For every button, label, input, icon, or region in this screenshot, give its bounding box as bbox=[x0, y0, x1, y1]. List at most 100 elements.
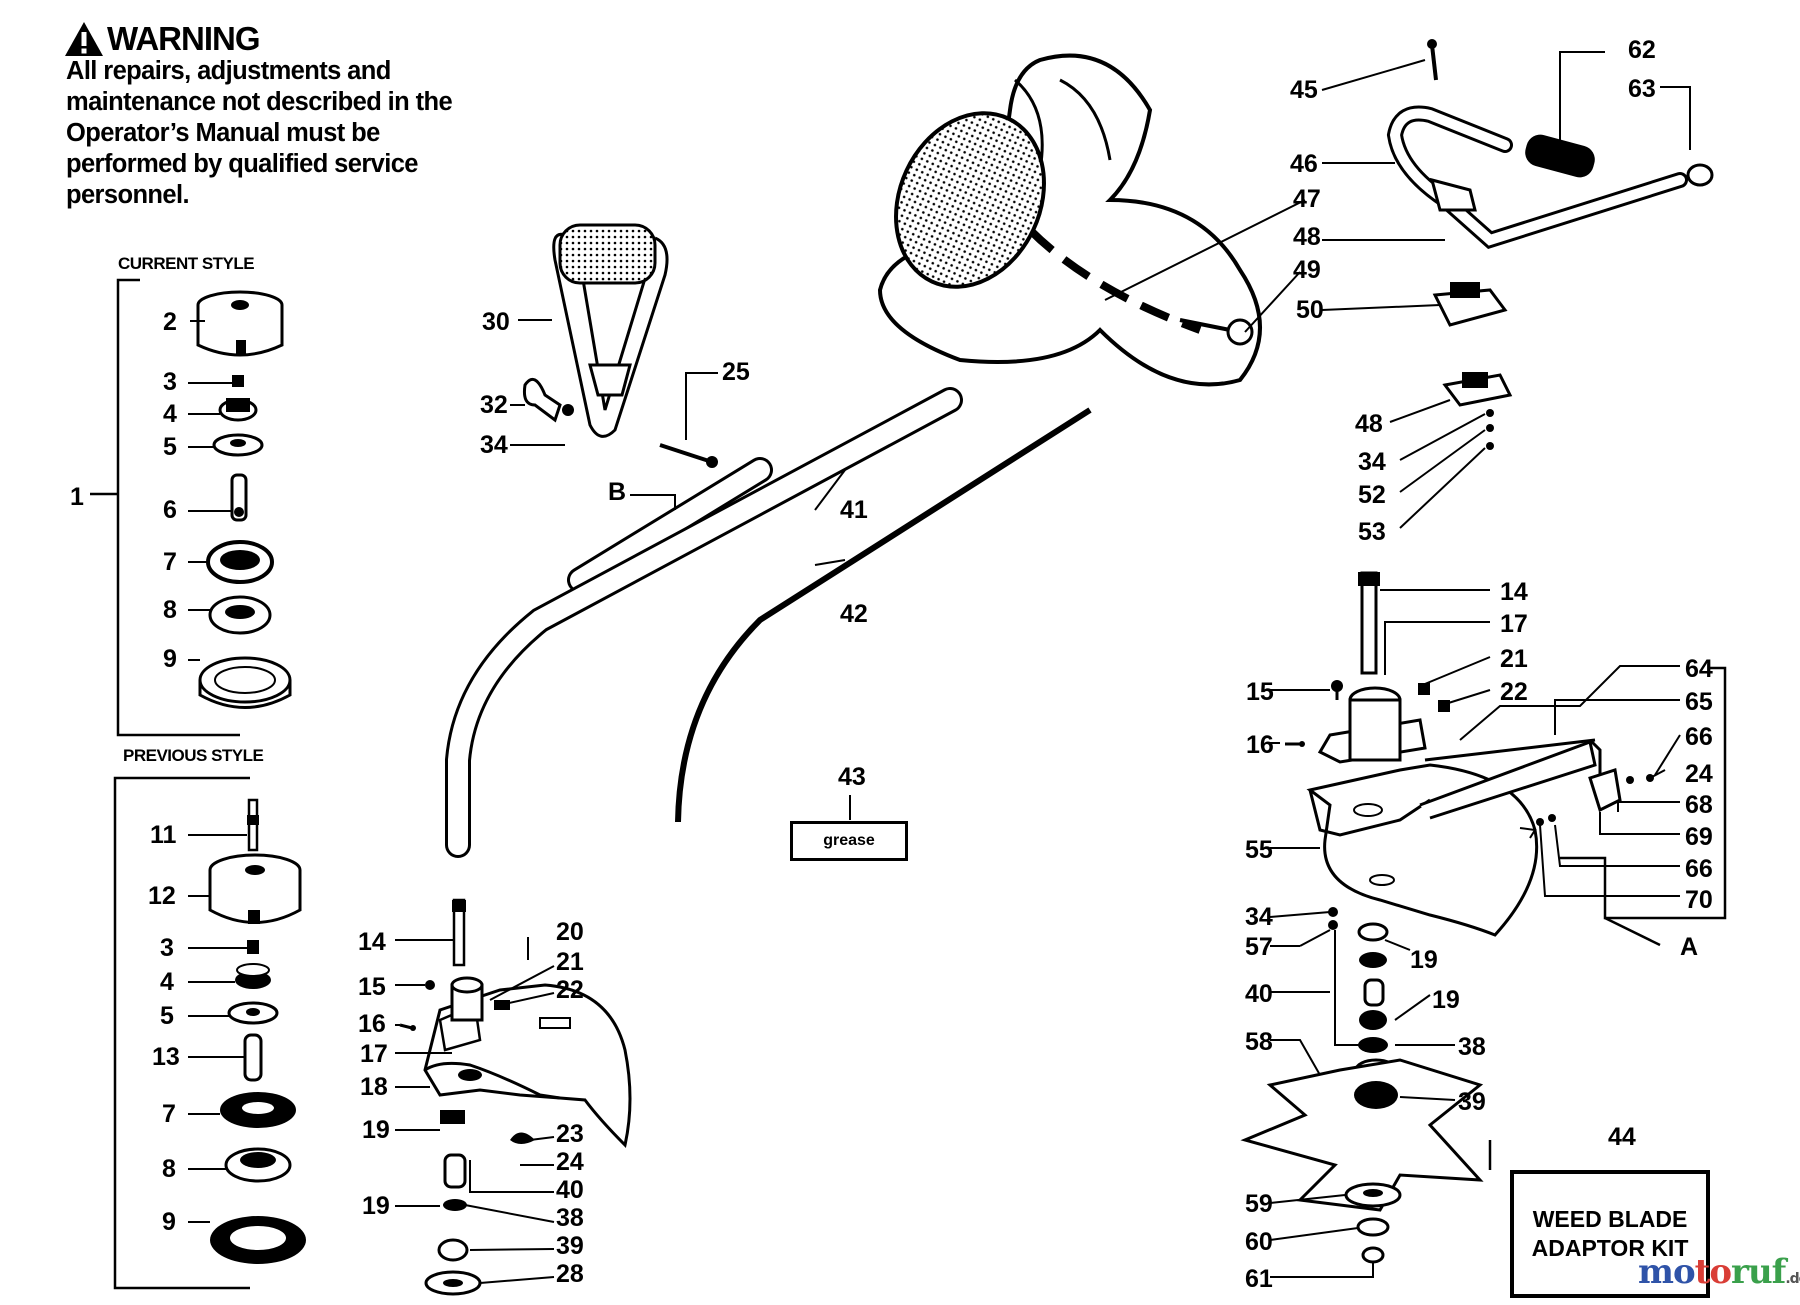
callout-label: 57 bbox=[1245, 933, 1273, 961]
callout-label: 19 bbox=[362, 1192, 390, 1220]
callout-label: 62 bbox=[1628, 36, 1656, 64]
previous-style-heading: PREVIOUS STYLE bbox=[123, 746, 264, 765]
callout-label: 48 bbox=[1293, 223, 1321, 251]
callout-label: A bbox=[1680, 933, 1698, 961]
callout-label: 34 bbox=[1358, 448, 1386, 476]
pin-45 bbox=[1427, 39, 1438, 81]
callout-label: 60 bbox=[1245, 1228, 1273, 1256]
spool-previous bbox=[220, 1092, 296, 1128]
callout-label: 11 bbox=[150, 821, 177, 849]
hub-current bbox=[208, 595, 272, 635]
callout-label: 1 bbox=[70, 483, 84, 511]
callout-label: 9 bbox=[163, 645, 177, 673]
callout-label: 16 bbox=[1246, 731, 1274, 759]
hub-previous bbox=[224, 1147, 292, 1183]
spring-seat-previous bbox=[235, 963, 271, 989]
callout-label: 34 bbox=[1245, 903, 1273, 931]
spool-cap-previous bbox=[208, 853, 302, 924]
screw-15-left bbox=[425, 980, 435, 990]
callout-label: 21 bbox=[1500, 645, 1528, 673]
callout-label: 66 bbox=[1685, 723, 1713, 751]
callout-label: 40 bbox=[556, 1176, 584, 1204]
current-style-heading: CURRENT STYLE bbox=[118, 254, 255, 273]
callout-label: 34 bbox=[480, 431, 508, 459]
screw-15-right bbox=[1331, 680, 1343, 700]
callout-label: 19 bbox=[362, 1116, 390, 1144]
callout-label: 15 bbox=[1246, 678, 1274, 706]
screw-16-left bbox=[399, 1023, 416, 1031]
callout-label: 38 bbox=[556, 1204, 584, 1232]
spring-seat-current bbox=[218, 398, 258, 422]
blade-guard-assembly bbox=[1306, 571, 1654, 937]
housing-previous bbox=[210, 1216, 306, 1264]
callout-label: 43 bbox=[838, 763, 866, 791]
callout-label: 3 bbox=[160, 934, 174, 962]
callout-label: 52 bbox=[1358, 481, 1386, 509]
washer-previous bbox=[227, 1001, 279, 1025]
kit-line-2: ADAPTOR KIT bbox=[1531, 1235, 1689, 1261]
callout-label: 66 bbox=[1685, 855, 1713, 883]
callout-label: 23 bbox=[556, 1120, 584, 1148]
clamp-50 bbox=[1432, 282, 1508, 327]
callout-label: 64 bbox=[1685, 655, 1713, 683]
nut-previous bbox=[247, 940, 259, 954]
loop-handle bbox=[552, 223, 669, 438]
callout-label: 17 bbox=[360, 1040, 388, 1068]
watermark-part-2: to bbox=[1694, 1252, 1732, 1292]
callout-label: 21 bbox=[556, 948, 584, 976]
callout-label: 50 bbox=[1296, 296, 1324, 324]
watermark-part-1: mo bbox=[1638, 1252, 1696, 1292]
callout-label: 19 bbox=[1410, 946, 1438, 974]
callout-label: 16 bbox=[358, 1010, 386, 1038]
callout-label: 22 bbox=[556, 976, 584, 1004]
callout-label: 5 bbox=[163, 433, 177, 461]
callout-label: 24 bbox=[1685, 760, 1713, 788]
callout-label: 6 bbox=[163, 496, 177, 524]
watermark-part-3: ruf bbox=[1731, 1252, 1786, 1292]
callout-label: 39 bbox=[1458, 1088, 1486, 1116]
callout-label: 42 bbox=[840, 600, 868, 628]
current-style-bracket bbox=[90, 278, 240, 737]
callout-label: 32 bbox=[480, 391, 508, 419]
grease-label: grease bbox=[823, 832, 875, 849]
callout-label: 68 bbox=[1685, 791, 1713, 819]
screw-25 bbox=[659, 443, 718, 468]
callout-label: 2 bbox=[163, 308, 177, 336]
callout-label: 53 bbox=[1358, 518, 1386, 546]
warning-heading: WARNING bbox=[64, 20, 260, 58]
callout-label: 13 bbox=[152, 1043, 180, 1071]
callout-label: 65 bbox=[1685, 688, 1713, 716]
callout-label: 63 bbox=[1628, 75, 1656, 103]
callout-label: 59 bbox=[1245, 1190, 1273, 1218]
callout-label: 9 bbox=[162, 1208, 176, 1236]
callout-label: 22 bbox=[1500, 678, 1528, 706]
callout-label: 14 bbox=[358, 928, 386, 956]
drive-cable-42 bbox=[675, 407, 1092, 823]
warning-text: All repairs, adjustments and maintenance… bbox=[66, 57, 453, 209]
kit-bracket bbox=[1560, 666, 1727, 947]
callout-label: 58 bbox=[1245, 1028, 1273, 1056]
bike-handle bbox=[1386, 105, 1714, 249]
warning-title: WARNING bbox=[107, 20, 260, 57]
tube-b bbox=[567, 457, 773, 593]
previous-style-bracket bbox=[113, 776, 250, 1290]
callout-label: B bbox=[608, 478, 626, 506]
drive-tube-41 bbox=[445, 387, 963, 858]
callout-label: 17 bbox=[1500, 610, 1528, 638]
spool-cap-current bbox=[196, 290, 284, 357]
callout-label: 44 bbox=[1608, 1123, 1636, 1151]
callout-label: 18 bbox=[360, 1073, 388, 1101]
callout-label: 49 bbox=[1293, 256, 1321, 284]
callout-label: 47 bbox=[1293, 185, 1321, 213]
callout-label: 30 bbox=[482, 308, 510, 336]
wing-knob bbox=[523, 377, 574, 423]
warning-triangle-icon bbox=[65, 22, 103, 56]
callout-label: 19 bbox=[1432, 986, 1460, 1014]
screw-16-right bbox=[1285, 741, 1305, 747]
harness-strap bbox=[877, 53, 1262, 387]
leader-lines bbox=[188, 51, 1691, 1284]
callout-label: 28 bbox=[556, 1260, 584, 1288]
callout-label: 5 bbox=[160, 1002, 174, 1030]
callout-label: 45 bbox=[1290, 76, 1318, 104]
